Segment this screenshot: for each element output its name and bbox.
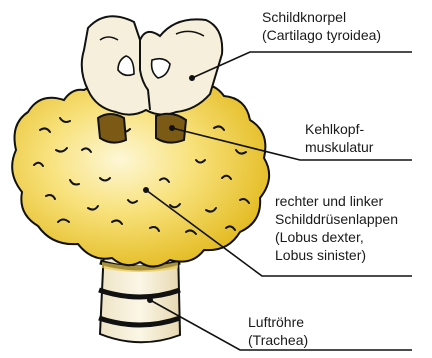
- label-schilddruesenlappen: rechter und linker Schilddrüsenlappen (L…: [275, 192, 398, 264]
- pointer-dot-lobes: [143, 187, 149, 193]
- label-kehlkopfmuskulatur-line2: muskulatur: [305, 138, 373, 156]
- label-luftroehre-line2: (Trachea): [248, 331, 308, 349]
- label-luftroehre: Luftröhre (Trachea): [248, 313, 308, 349]
- label-schilddruesenlappen-line3: (Lobus dexter,: [275, 228, 398, 246]
- label-schildknorpel: Schildknorpel (Cartilago tyroidea): [262, 8, 381, 44]
- label-schildknorpel-line2: (Cartilago tyroidea): [262, 26, 381, 44]
- label-schilddruesenlappen-line1: rechter und linker: [275, 192, 398, 210]
- label-schilddruesenlappen-line4: Lobus sinister): [275, 246, 398, 264]
- pointer-dot-cartilage: [189, 75, 195, 81]
- pointer-dot-muscle: [169, 125, 175, 131]
- label-kehlkopfmuskulatur: Kehlkopf- muskulatur: [305, 120, 373, 156]
- label-schilddruesenlappen-line2: Schilddrüsenlappen: [275, 210, 398, 228]
- leader-line-cartilage: [192, 52, 412, 78]
- label-kehlkopfmuskulatur-line1: Kehlkopf-: [305, 120, 373, 138]
- label-schildknorpel-line1: Schildknorpel: [262, 8, 381, 26]
- pointer-dot-trachea: [147, 297, 153, 303]
- thyroid-cartilage: [82, 16, 222, 114]
- label-luftroehre-line1: Luftröhre: [248, 313, 308, 331]
